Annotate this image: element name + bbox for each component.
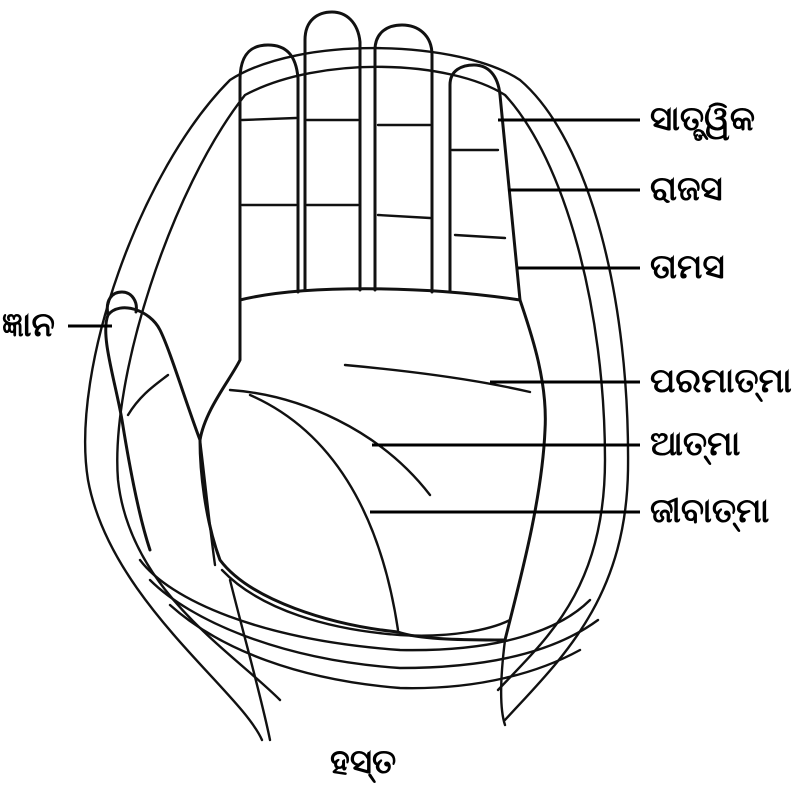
joint-index-1 — [242, 118, 296, 120]
label-paramatma: ପରମାତ୍ମା — [650, 364, 792, 398]
joint-ring-2 — [378, 215, 430, 218]
palm-line-thumb — [200, 440, 215, 565]
label-tamasa: ତାମସ — [650, 250, 725, 284]
finger-middle — [305, 12, 360, 290]
finger-ring — [375, 25, 432, 292]
label-sattvika: ସାତ୍ତ୍ୱିକ — [650, 102, 755, 136]
label-jnana: ଜ୍ଞାନ — [2, 308, 55, 342]
label-jibatma: ଜୀବାତ୍ମା — [650, 494, 769, 528]
joint-little-2 — [455, 235, 505, 238]
palm-outline — [200, 289, 545, 640]
palm-line-paramatma — [345, 365, 530, 392]
palm-base — [222, 570, 510, 636]
thumb-joint — [128, 375, 168, 415]
label-atma: ଆତ୍ମା — [650, 427, 740, 461]
label-rajasa: ରାଜସ — [650, 172, 723, 206]
caption: ହସ୍ତ — [330, 745, 396, 779]
palm-line-atma — [230, 390, 430, 495]
